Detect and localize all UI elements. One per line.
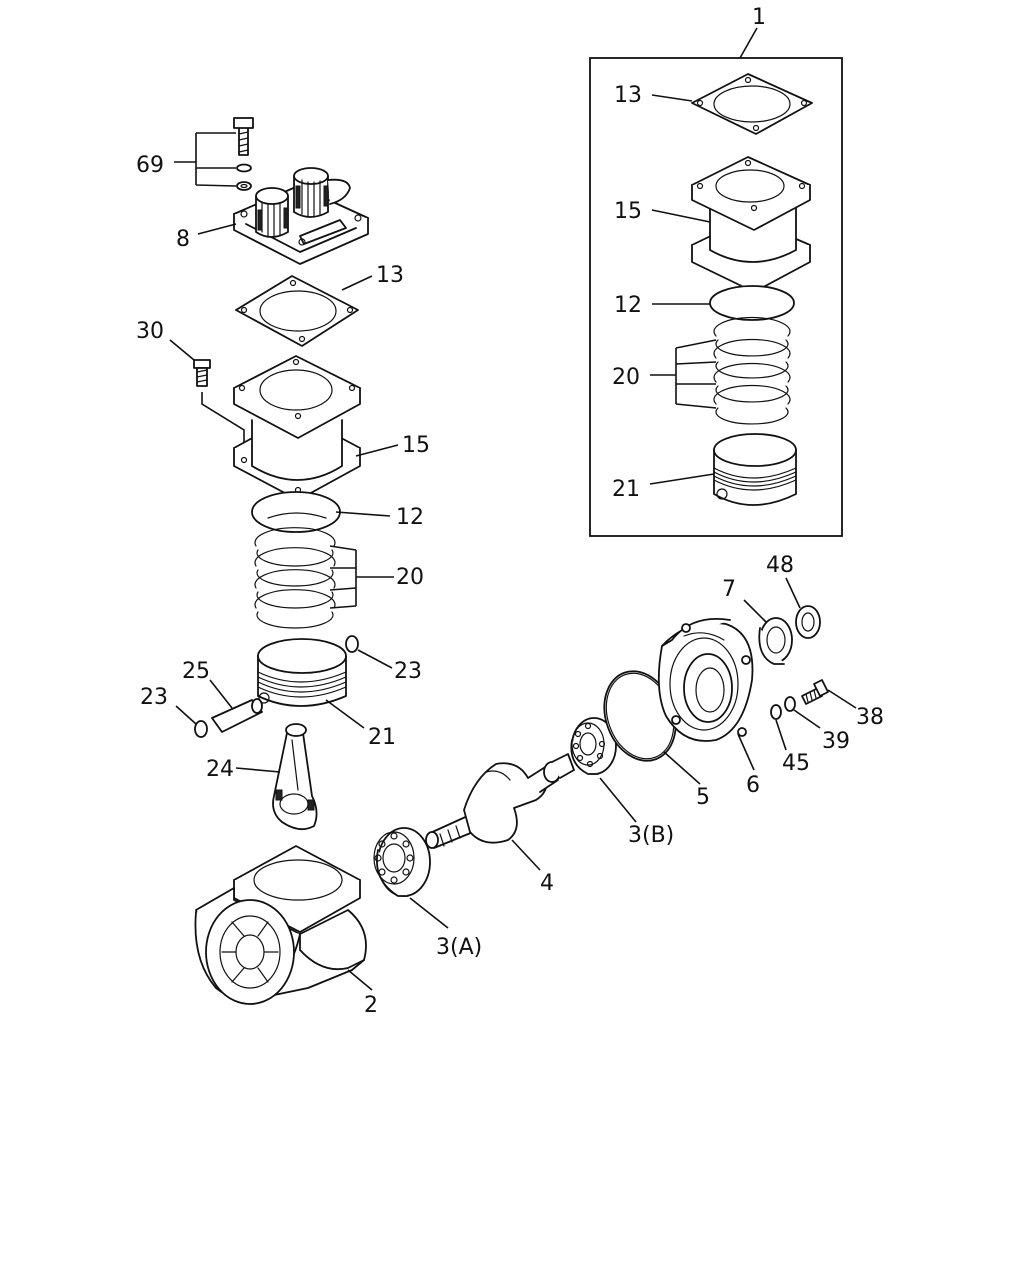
callout-23-left: 23 xyxy=(140,685,168,710)
callout-45: 45 xyxy=(782,751,810,776)
callout-15: 15 xyxy=(402,433,430,458)
callout-23-right: 23 xyxy=(394,659,422,684)
kit-piston-rings-20 xyxy=(713,316,791,425)
repair-kit-group: 1 13 15 12 xyxy=(589,5,843,537)
callout-5: 5 xyxy=(696,785,710,810)
bearing-3b xyxy=(570,717,617,775)
kit-piston-21 xyxy=(713,433,797,506)
callout-24: 24 xyxy=(206,757,234,782)
callout-4: 4 xyxy=(540,871,554,896)
callout-15-kit: 15 xyxy=(614,199,642,224)
callout-38: 38 xyxy=(856,705,884,730)
callout-6: 6 xyxy=(746,773,760,798)
kit-seal-12 xyxy=(709,285,795,321)
callout-21: 21 xyxy=(368,725,396,750)
cylinder-15 xyxy=(233,355,361,501)
callout-1: 1 xyxy=(752,5,766,30)
washer-39 xyxy=(784,696,796,712)
callout-3b: 3(B) xyxy=(628,823,674,848)
callout-39: 39 xyxy=(822,729,850,754)
callout-30: 30 xyxy=(136,319,164,344)
kit-gasket-13 xyxy=(691,73,813,135)
callout-20-kit: 20 xyxy=(612,365,640,390)
washer-45 xyxy=(770,704,782,720)
head-gasket-13 xyxy=(235,275,359,347)
cylinder-bolt-30 xyxy=(193,359,211,387)
snap-ring-23-left xyxy=(194,720,208,738)
seal-12 xyxy=(251,491,341,533)
piston-pin-25 xyxy=(211,698,263,733)
crankcase-2 xyxy=(194,845,367,1005)
connecting-rod-24 xyxy=(272,723,318,831)
oil-seal-7 xyxy=(758,617,793,665)
bolt-washer-set-69 xyxy=(233,117,254,191)
callout-3a: 3(A) xyxy=(436,935,482,960)
callout-12: 12 xyxy=(396,505,424,530)
callout-21-kit: 21 xyxy=(612,477,640,502)
end-cover-6 xyxy=(657,618,754,742)
callout-7: 7 xyxy=(722,577,736,602)
kit-frame xyxy=(589,57,843,537)
callout-20: 20 xyxy=(396,565,424,590)
cylinder-head-8 xyxy=(233,167,369,265)
callout-2: 2 xyxy=(364,993,378,1018)
snap-ring-23-right xyxy=(345,635,359,653)
callout-48: 48 xyxy=(766,553,794,578)
callout-25: 25 xyxy=(182,659,210,684)
bearing-3a xyxy=(373,827,431,897)
callout-12-kit: 12 xyxy=(614,293,642,318)
callout-13-kit: 13 xyxy=(614,83,642,108)
bolt-38 xyxy=(801,679,829,705)
callout-69: 69 xyxy=(136,153,164,178)
piston-21 xyxy=(257,638,347,707)
callout-8: 8 xyxy=(176,227,190,252)
kit-cylinder-15 xyxy=(691,156,811,293)
callout-13: 13 xyxy=(376,263,404,288)
piston-rings-20 xyxy=(254,527,336,629)
collar-48 xyxy=(795,605,821,639)
crankshaft-4 xyxy=(425,753,575,849)
